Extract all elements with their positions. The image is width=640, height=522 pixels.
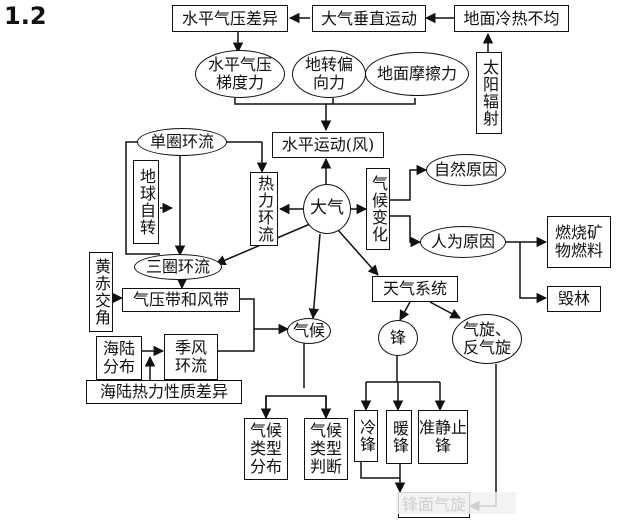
node-pressure-gradient-force: 水平气压 梯度力	[195, 50, 285, 98]
node-natural-causes: 自然原因	[426, 154, 506, 186]
node-horizontal-motion: 水平运动(风)	[272, 132, 384, 158]
node-fossil-fuels: 燃烧矿 物燃料	[547, 216, 611, 268]
node-land-sea-distribution: 海陆 分布	[96, 336, 142, 380]
node-cold-front: 冷锋	[354, 410, 378, 462]
figure-number: 1.2	[4, 2, 47, 30]
node-climate-change: 气候变化	[366, 168, 390, 250]
node-land-sea-thermal-difference: 海陆热力性质差异	[86, 380, 242, 404]
node-warm-front: 暖锋	[386, 410, 412, 464]
node-ecliptic-angle: 黄赤交角	[89, 252, 113, 332]
node-monsoon-circulation: 季风 环流	[164, 334, 218, 380]
node-stationary-front: 准静止锋	[418, 410, 468, 464]
node-coriolis-force: 地转偏 向力	[292, 50, 366, 98]
node-earth-rotation: 地球自转	[133, 160, 159, 244]
node-climate: 气候	[287, 318, 331, 344]
node-single-cell-circulation: 单圈环流	[137, 128, 227, 156]
node-solar-radiation: 太阳辐射	[476, 52, 502, 134]
node-human-causes: 人为原因	[420, 226, 506, 258]
node-three-cell-circulation: 三圈环流	[134, 254, 222, 280]
node-vertical-motion: 大气垂直运动	[312, 5, 426, 32]
node-thermal-circulation: 热力环流	[250, 172, 278, 246]
node-pressure-wind-belts: 气压带和风带	[122, 288, 240, 312]
node-atmosphere: 大气	[303, 184, 351, 234]
node-deforestation: 毁林	[547, 286, 601, 312]
node-horizontal-pressure-difference: 水平气压差异	[172, 5, 288, 32]
node-climate-type-distribution: 气候 类型 分布	[244, 418, 288, 480]
node-cyclone-anticyclone: 气旋、 反气旋	[452, 314, 522, 364]
node-uneven-heating: 地面冷热不均	[454, 5, 569, 32]
node-weather-system: 天气系统	[372, 276, 458, 302]
node-front: 锋	[378, 320, 418, 356]
node-climate-type-identification: 气候 类型 判断	[304, 418, 348, 480]
watermark-overlay	[396, 492, 516, 514]
node-friction-force: 地面摩擦力	[365, 52, 469, 96]
